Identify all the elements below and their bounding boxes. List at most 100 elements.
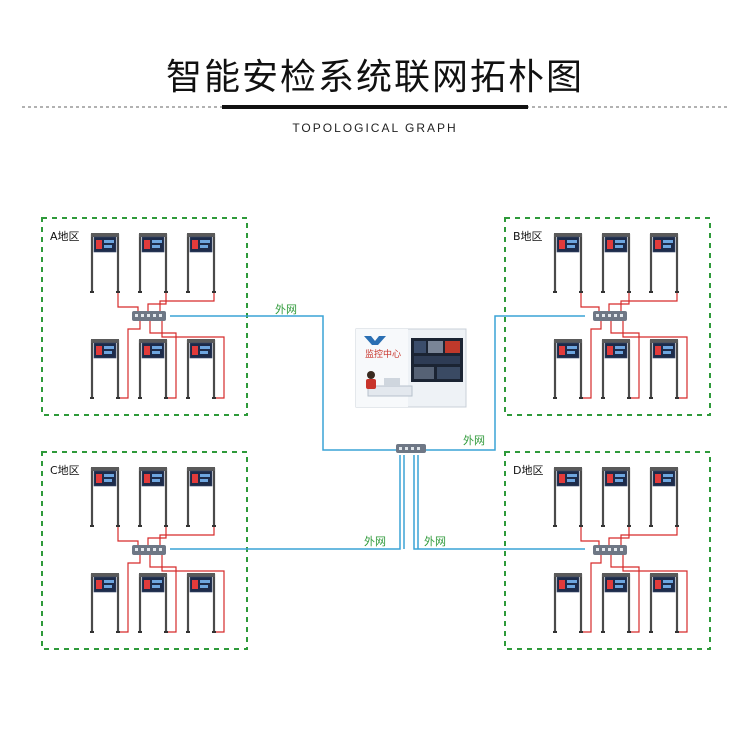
- region-d-wire-top3: [620, 526, 678, 545]
- gate-display-line: [152, 245, 160, 248]
- gate-display-line: [567, 351, 575, 354]
- gate-display-line: [567, 580, 577, 583]
- gate-top-bar: [187, 339, 215, 343]
- gate-display-alert: [559, 580, 565, 589]
- region-a-wire-bot2: [149, 321, 177, 399]
- gate-display-line: [152, 346, 162, 349]
- region-b-gate-bottom-1: [553, 339, 583, 399]
- region-c-gate-bottom-2: [138, 573, 168, 633]
- gate-display-alert: [192, 580, 198, 589]
- region-a-gate-top-3: [186, 233, 216, 293]
- switch-port: [141, 548, 144, 551]
- gate-display-line: [663, 479, 671, 482]
- gate-display-line: [663, 580, 673, 583]
- switch-port: [135, 314, 138, 317]
- region-c-wire-bot2: [149, 555, 177, 633]
- page-title: 智能安检系统联网拓朴图: [165, 57, 584, 98]
- region-d-gate-bottom-2: [601, 573, 631, 633]
- gate-display-line: [663, 240, 673, 243]
- region-b-wire-top3: [620, 292, 678, 311]
- gate-top-bar: [602, 233, 630, 237]
- monitor-center: 监控中心: [355, 328, 467, 408]
- gate-top-bar: [602, 467, 630, 471]
- gate-display-line: [663, 585, 671, 588]
- switch-port: [620, 314, 623, 317]
- region-c-gate-top-1: [90, 467, 120, 527]
- region-a-wire-top1: [117, 292, 139, 311]
- region-a-gate-bottom-3: [186, 339, 216, 399]
- gate-display-alert: [655, 580, 661, 589]
- network-line-c: [170, 455, 401, 550]
- switch-port: [608, 548, 611, 551]
- gate-display-alert: [144, 474, 150, 483]
- gate-display-line: [152, 479, 160, 482]
- gate-display-alert: [96, 240, 102, 249]
- gate-display-line: [104, 346, 114, 349]
- gate-display-line: [152, 351, 160, 354]
- gate-display-line: [615, 351, 623, 354]
- region-b-wire-top1: [580, 292, 600, 311]
- region-d-wire-top2: [608, 526, 630, 545]
- region-d-wire-bot2: [610, 555, 640, 633]
- gate-display-alert: [192, 346, 198, 355]
- page-subtitle: TOPOLOGICAL GRAPH: [292, 121, 458, 135]
- gate-top-bar: [91, 233, 119, 237]
- region-b-wire-top2: [608, 292, 630, 311]
- region-d-gate-top-1: [553, 467, 583, 527]
- region-c-wire-top1: [117, 526, 139, 545]
- gate-display-line: [104, 245, 112, 248]
- gate-display-line: [200, 479, 208, 482]
- gate-top-bar: [650, 573, 678, 577]
- gate-display-line: [615, 474, 625, 477]
- region-d-switch: [593, 545, 627, 555]
- gate-display-line: [567, 479, 575, 482]
- region-d-gate-top-2: [601, 467, 631, 527]
- network-line-d: [413, 455, 585, 550]
- gate-display-line: [615, 585, 623, 588]
- region-b-border: [504, 217, 711, 416]
- switch-port: [614, 314, 617, 317]
- network-label-a: 外网: [275, 303, 297, 316]
- network-label-c: 外网: [364, 535, 386, 548]
- gate-top-bar: [602, 339, 630, 343]
- gate-display-alert: [559, 240, 565, 249]
- gate-display-line: [200, 580, 210, 583]
- gate-display-line: [663, 474, 673, 477]
- gate-display-line: [615, 479, 623, 482]
- region-d-wire-top1: [580, 526, 600, 545]
- gate-display-line: [200, 240, 210, 243]
- region-a-gate-bottom-2: [138, 339, 168, 399]
- switch-port: [135, 548, 138, 551]
- central-switch: [396, 444, 426, 453]
- region-c-border: [41, 451, 248, 650]
- region-a-wire-top2: [147, 292, 167, 311]
- gate-display-line: [152, 585, 160, 588]
- region-b-gate-top-3: [649, 233, 679, 293]
- gate-display-alert: [96, 474, 102, 483]
- gate-top-bar: [139, 573, 167, 577]
- switch-port: [153, 548, 156, 551]
- gate-top-bar: [650, 467, 678, 471]
- gate-display-line: [152, 474, 162, 477]
- gate-display-line: [567, 245, 575, 248]
- switch-port: [620, 548, 623, 551]
- switch-port: [159, 548, 162, 551]
- region-a-wire-bot3: [161, 321, 225, 399]
- region-c-switch: [132, 545, 166, 555]
- gate-display-line: [200, 245, 208, 248]
- gate-top-bar: [139, 339, 167, 343]
- region-b-label: B地区: [513, 230, 543, 243]
- gate-display-alert: [607, 580, 613, 589]
- gate-display-line: [663, 351, 671, 354]
- gate-top-bar: [91, 339, 119, 343]
- gate-top-bar: [554, 339, 582, 343]
- region-a-gate-top-2: [138, 233, 168, 293]
- gate-display-alert: [96, 580, 102, 589]
- region-a-gate-top-1: [90, 233, 120, 293]
- region-d-gate-top-3: [649, 467, 679, 527]
- region-d-gate-bottom-3: [649, 573, 679, 633]
- region-b-gate-top-1: [553, 233, 583, 293]
- network-line-a: [170, 315, 396, 451]
- gate-display-line: [200, 346, 210, 349]
- gate-display-alert: [96, 346, 102, 355]
